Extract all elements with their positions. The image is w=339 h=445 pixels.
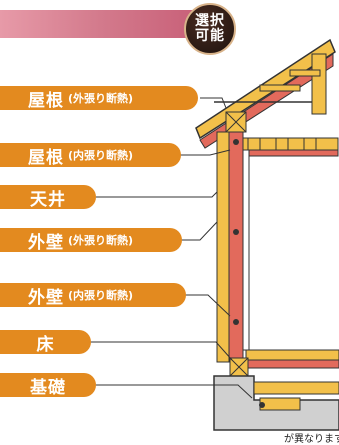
- leader-ceiling: [96, 191, 218, 198]
- wall-insulation: [228, 131, 244, 363]
- leader-wall-outer: [180, 221, 218, 241]
- label-wall-inner: 外壁 (内張り断熱): [0, 283, 186, 308]
- roof-post: [311, 53, 327, 115]
- selectable-badge: 選択 可能: [184, 3, 236, 55]
- leader-foundation: [96, 384, 253, 399]
- label-roof-outer: 屋根 (外張り断熱): [0, 86, 198, 111]
- leader-wall-inner: [185, 294, 231, 317]
- label-foundation: 基礎: [0, 373, 96, 398]
- foundation-insulation: [253, 381, 339, 395]
- leader-roof-inner: [180, 149, 231, 156]
- badge-line-2: 可能: [195, 28, 225, 44]
- label-ceiling: 天井: [0, 185, 96, 210]
- wall-outer-layer: [216, 131, 230, 363]
- ceiling-insulation: [237, 149, 339, 157]
- label-floor: 床: [0, 330, 91, 355]
- label-wall-outer: 外壁 (外張り断熱): [0, 228, 182, 253]
- leader-roof-outer: [200, 97, 227, 109]
- badge-line-1: 選択: [195, 13, 225, 30]
- wall-inner-board: [242, 149, 250, 351]
- label-roof-inner: 屋根 (内張り断熱): [0, 143, 181, 168]
- floor-board: [245, 349, 339, 361]
- footnote-text: が異なります。: [284, 434, 339, 445]
- floor-insulation: [245, 359, 339, 369]
- leader-floor: [90, 341, 233, 361]
